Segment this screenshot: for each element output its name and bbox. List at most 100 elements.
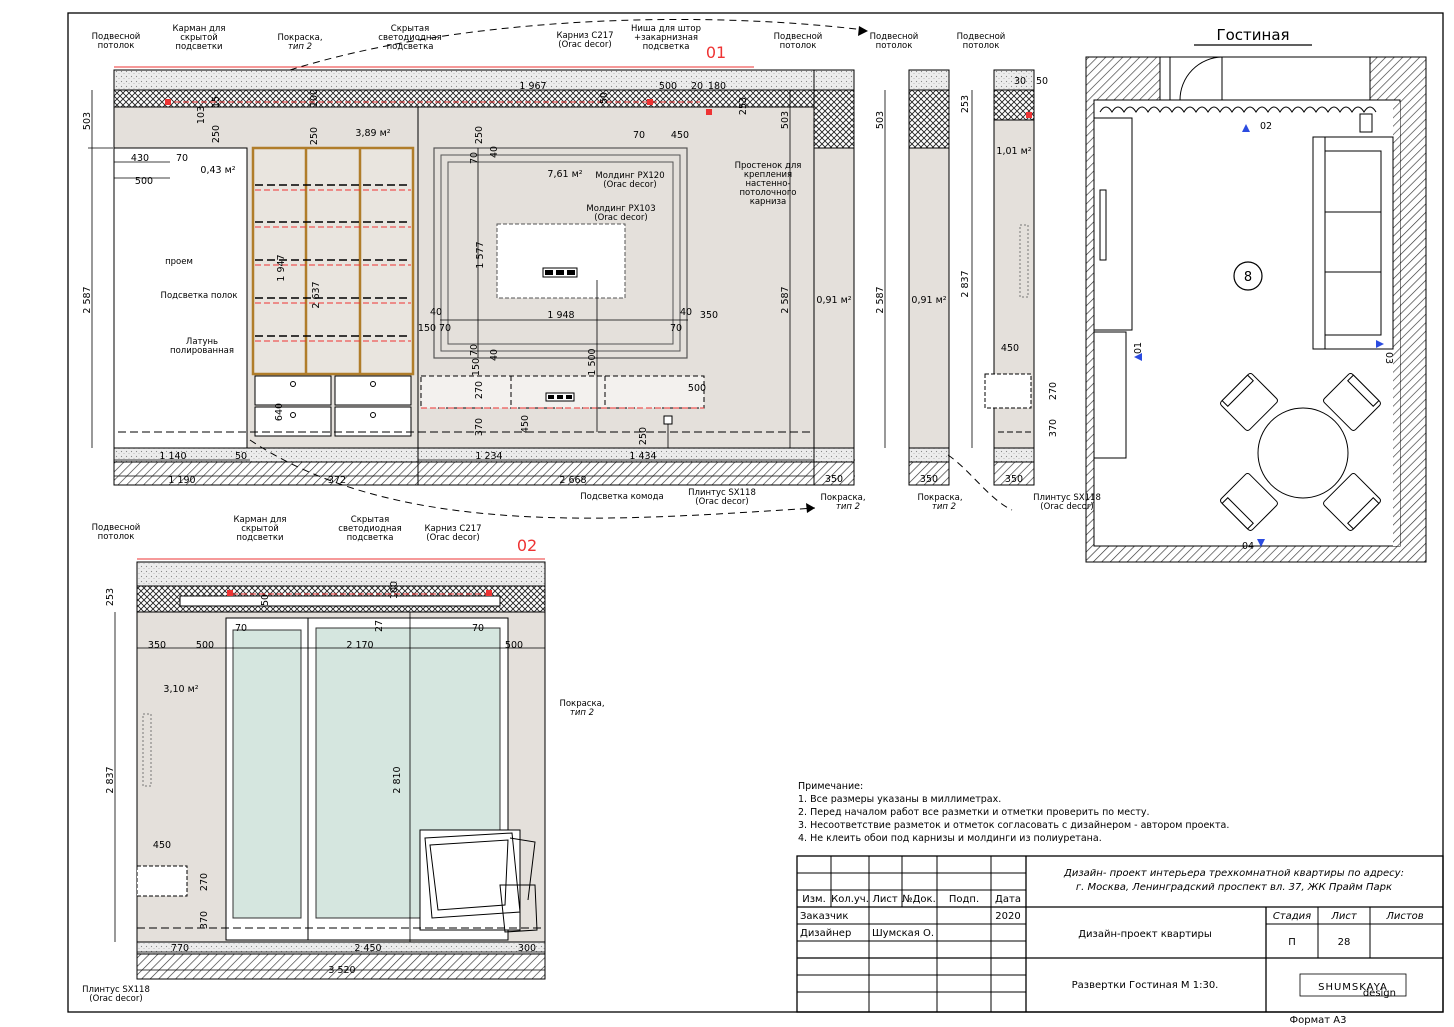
dim-640: 640 bbox=[274, 403, 285, 421]
tb-sheets-h: Листов bbox=[1385, 911, 1423, 922]
label-podsvetka-komoda: Подсветка комода bbox=[580, 492, 663, 502]
label-podsvetka-polok: Подсветка полок bbox=[161, 291, 238, 301]
tb-design-project: Дизайн-проект квартиры bbox=[1078, 929, 1212, 940]
area-310: 3,10 м² bbox=[163, 684, 198, 695]
area-091b: 0,91 м² bbox=[911, 295, 946, 306]
dim-side-2587b: 2 587 bbox=[875, 286, 886, 313]
dim-02-300: 300 bbox=[518, 943, 536, 954]
tv-panel bbox=[496, 223, 626, 299]
dim-02-70b: 70 bbox=[472, 623, 484, 634]
note-1: 1. Все размеры указаны в миллиметрах. bbox=[798, 794, 1001, 805]
elevation-01 bbox=[88, 18, 868, 519]
label-plintus-2a: Плинтус SX118 bbox=[1033, 493, 1101, 503]
area-761: 7,61 м² bbox=[547, 169, 582, 180]
dim-370: 370 bbox=[474, 418, 485, 436]
dim-2637: 2 637 bbox=[311, 281, 322, 308]
bookcase bbox=[251, 146, 415, 437]
label-plintus-3a: Плинтус SX118 bbox=[82, 985, 150, 995]
armchair-sketch bbox=[419, 829, 538, 933]
dim-500-c: 500 bbox=[688, 383, 706, 394]
label-karniz-1a: Карниз С217 bbox=[556, 31, 613, 41]
dim-503: 503 bbox=[82, 112, 93, 130]
tb-h-data: Дата bbox=[995, 894, 1021, 905]
label-molding120-b: (Orac decor) bbox=[603, 180, 656, 190]
tb-h-list: Лист bbox=[872, 894, 898, 905]
plan-mark-04: 04 bbox=[1242, 541, 1254, 552]
label-karniz-2a: Карниз С217 bbox=[424, 524, 481, 534]
dim-150: 150 bbox=[418, 323, 436, 334]
dim-40: 40 bbox=[489, 146, 500, 158]
dim-70-c: 70 bbox=[469, 152, 480, 164]
label-prostenok-e: карниза bbox=[750, 197, 787, 207]
dining-set bbox=[1220, 373, 1381, 531]
label-pokraska-4a: Покраска, bbox=[559, 699, 604, 709]
side-elevation-a bbox=[789, 69, 855, 486]
tb-sheet-title: Развертки Гостиная М 1:30. bbox=[1072, 980, 1219, 991]
elevation-02 bbox=[114, 558, 546, 980]
dim-02-450: 450 bbox=[153, 840, 171, 851]
side-elevation-c bbox=[971, 69, 1035, 486]
dim-250-b: 250 bbox=[309, 127, 320, 145]
label-prostenok-d: потолочного bbox=[740, 188, 797, 198]
dim-250-d: 250 bbox=[638, 427, 649, 445]
dim-500-b: 500 bbox=[659, 81, 677, 92]
dim-103: 103 bbox=[196, 106, 207, 124]
dim-side-350b: 350 bbox=[920, 474, 938, 485]
dim-side-450: 450 bbox=[1001, 343, 1019, 354]
label-podvesnoy-2a: Подвесной bbox=[774, 32, 823, 42]
dim-side-503b: 503 bbox=[875, 111, 886, 129]
dim-70-b: 70 bbox=[633, 130, 645, 141]
label-karman-1b: скрытой bbox=[180, 33, 218, 43]
molding-outer bbox=[433, 147, 688, 359]
dim-side-2587a: 2 587 bbox=[780, 286, 791, 313]
dim-side-350c: 350 bbox=[1005, 474, 1023, 485]
dim-side-2837: 2 837 bbox=[960, 270, 971, 297]
dim-253: 253 bbox=[738, 97, 749, 115]
plan-mark-02: 02 bbox=[1260, 121, 1272, 132]
dim-02-2810: 2 810 bbox=[392, 766, 403, 793]
dim-side-370: 370 bbox=[1048, 419, 1059, 437]
dim-02-500b: 500 bbox=[505, 640, 523, 651]
view-01-number: 01 bbox=[706, 43, 726, 62]
label-molding103-b: (Orac decor) bbox=[594, 213, 647, 223]
dim-100: 100 bbox=[309, 89, 320, 107]
tb-format: Формат А3 bbox=[1290, 1015, 1347, 1026]
dim-02-2837: 2 837 bbox=[105, 766, 116, 793]
label-pokraska-1a: Покраска, bbox=[277, 33, 322, 43]
doorway bbox=[113, 147, 248, 449]
label-karman-1c: подсветки bbox=[175, 42, 222, 52]
dim-20: 20 bbox=[691, 81, 703, 92]
dim-250: 250 bbox=[211, 125, 222, 143]
label-molding120-a: Молдинг PX120 bbox=[595, 171, 664, 181]
dim-side-270: 270 bbox=[1048, 382, 1059, 400]
tb-h-izm: Изм. bbox=[802, 894, 826, 905]
label-latun-b: полированная bbox=[170, 346, 234, 356]
tb-sheet-h: Лист bbox=[1330, 911, 1358, 922]
dim-02-770: 770 bbox=[171, 943, 189, 954]
room-number: 8 bbox=[1244, 270, 1252, 285]
label-plintus-2b: (Orac decor) bbox=[1040, 502, 1093, 512]
dim-02-50: 50 bbox=[260, 594, 271, 606]
notes-heading: Примечание: bbox=[798, 781, 863, 792]
text-layer: Подвесной потолок Карман для скрытой под… bbox=[82, 24, 1424, 1026]
label-nisha-b: +закарнизная bbox=[634, 33, 698, 43]
tb-zakazchik: Заказчик bbox=[800, 911, 848, 922]
slab-top bbox=[113, 69, 855, 91]
dim-1947: 1 947 bbox=[276, 254, 287, 281]
dim-270: 270 bbox=[474, 381, 485, 399]
room-title: Гостиная bbox=[1216, 26, 1289, 44]
dim-side-50: 50 bbox=[1036, 76, 1048, 87]
tb-designer: Дизайнер bbox=[800, 928, 851, 939]
label-podvesnoy-1b: потолок bbox=[98, 41, 135, 51]
label-plintus-1a: Плинтус SX118 bbox=[688, 488, 756, 498]
dim-1967: 1 967 bbox=[519, 81, 546, 92]
area-389: 3,89 м² bbox=[355, 128, 390, 139]
dim-02-270: 270 bbox=[199, 873, 210, 891]
label-nisha-a: Ниша для штор bbox=[631, 24, 701, 34]
dim-2668: 2 668 bbox=[559, 475, 586, 486]
label-molding103-a: Молдинг PX103 bbox=[586, 204, 655, 214]
label-latun-a: Латунь bbox=[186, 337, 218, 347]
area-043: 0,43 м² bbox=[200, 165, 235, 176]
dim-70-d: 70 bbox=[439, 323, 451, 334]
dim-1434: 1 434 bbox=[629, 451, 656, 462]
